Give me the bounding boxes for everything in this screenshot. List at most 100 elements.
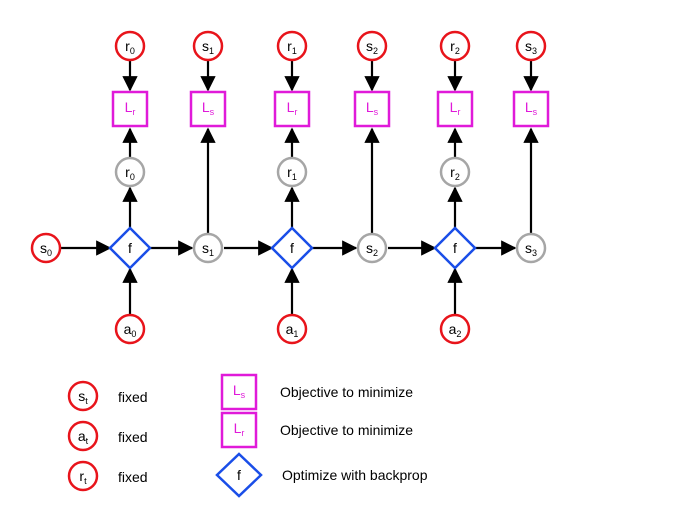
predicted-state-s3: s3 [515,232,547,264]
node-base: s [525,38,532,54]
node-subscript: 0 [130,172,135,182]
loss-base: L [450,99,458,115]
svg-text:Ls: Ls [202,99,215,117]
legend-model-label: f [237,467,241,483]
svg-text:r2: r2 [450,38,460,56]
legend-reward-item: rt fixed [67,460,148,492]
predicted-reward-r1: r1 [276,156,308,188]
svg-text:r0: r0 [125,38,135,56]
node-subscript: 2 [455,46,460,56]
ground-truth-state-s3: s3 [515,30,547,62]
svg-text:s1: s1 [202,240,214,258]
node-subscript: 0 [130,46,135,56]
svg-text:Ls: Ls [233,382,246,400]
legend-state-subscript: t [85,396,88,406]
edges [61,61,539,314]
node-base: r [287,164,292,180]
node-base: s [366,240,373,256]
legend-loss-s-icon [220,373,258,411]
ground-truth-state-s2: s2 [356,30,388,62]
node-base: r [450,38,455,54]
svg-text:r1: r1 [287,164,297,182]
node-subscript: 3 [532,46,537,56]
node-base: a [449,321,457,337]
loss-base: L [525,99,533,115]
svg-text:rt: rt [79,468,87,486]
svg-text:r0: r0 [125,164,135,182]
legend-loss-s-text: Objective to minimize [280,384,413,400]
predicted-state-s1: s1 [192,232,224,264]
legend-state-base: s [78,388,85,404]
initial-state-s0: s0 [30,232,62,264]
loss-subscript: s [533,107,538,117]
svg-text:a2: a2 [449,321,462,339]
node-base: a [124,321,132,337]
action-a1: a1 [276,313,308,345]
node-subscript: 0 [131,329,136,339]
legend-model-text: Optimize with backprop [282,467,428,483]
svg-text:Ls: Ls [525,99,538,117]
model-label: f [453,240,457,256]
svg-text:r2: r2 [450,164,460,182]
svg-text:s1: s1 [202,38,214,56]
legend-state-item: st fixed [67,380,148,412]
node-subscript: 2 [456,329,461,339]
loss-box-s-1: Ls [189,90,227,128]
node-subscript: 1 [292,46,297,56]
node-base: r [125,38,130,54]
loss-subscript: r [294,107,297,117]
node-subscript: 2 [455,172,460,182]
loss-base: L [287,99,295,115]
node-base: r [125,164,130,180]
svg-text:a1: a1 [286,321,299,339]
ground-truth-state-s1: s1 [192,30,224,62]
svg-text:a0: a0 [124,321,137,339]
node-base: s [366,38,373,54]
loss-base: L [125,99,133,115]
svg-text:s2: s2 [366,240,378,258]
svg-text:Lr: Lr [125,99,136,117]
node-subscript: 2 [373,248,378,258]
svg-text:s2: s2 [366,38,378,56]
loss-box-s-3: Ls [512,90,550,128]
legend-loss-r-base: L [234,420,242,436]
legend-reward-subscript: t [84,476,87,486]
svg-text:Lr: Lr [234,420,245,438]
legend-reward-icon [67,460,99,492]
node-base: s [525,240,532,256]
model-f-2: f [433,226,477,270]
action-a0: a0 [114,313,146,345]
legend-loss-s-subscript: s [241,390,246,400]
loss-base: L [366,99,374,115]
legend-action-text: fixed [118,429,148,445]
legend-reward-base: r [79,468,84,484]
svg-text:s0: s0 [40,240,52,258]
svg-text:s3: s3 [525,240,537,258]
legend-loss-r-icon [220,411,258,449]
svg-text:Ls: Ls [366,99,379,117]
node-subscript: 0 [47,248,52,258]
node-base: s [202,38,209,54]
node-subscript: 3 [532,248,537,258]
legend-loss-r-text: Objective to minimize [280,422,413,438]
svg-text:at: at [78,428,89,446]
node-subscript: 1 [292,172,297,182]
predicted-reward-r0: r0 [114,156,146,188]
model-label: f [128,240,132,256]
svg-text:s3: s3 [525,38,537,56]
node-subscript: 1 [293,329,298,339]
model-f-1: f [270,226,314,270]
loss-subscript: s [210,107,215,117]
loss-subscript: s [374,107,379,117]
node-subscript: 2 [373,46,378,56]
model-label: f [290,240,294,256]
svg-text:Lr: Lr [450,99,461,117]
svg-text:Lr: Lr [287,99,298,117]
ground-truth-reward-r2: r2 [439,30,471,62]
action-a2: a2 [439,313,471,345]
legend-action-item: at fixed [67,420,148,452]
legend-loss-r-item: Lr Objective to minimize [220,411,413,449]
loss-box-r-1: Lr [111,90,149,128]
legend-model-item: f Optimize with backprop [215,452,428,498]
legend-state-icon [67,380,99,412]
